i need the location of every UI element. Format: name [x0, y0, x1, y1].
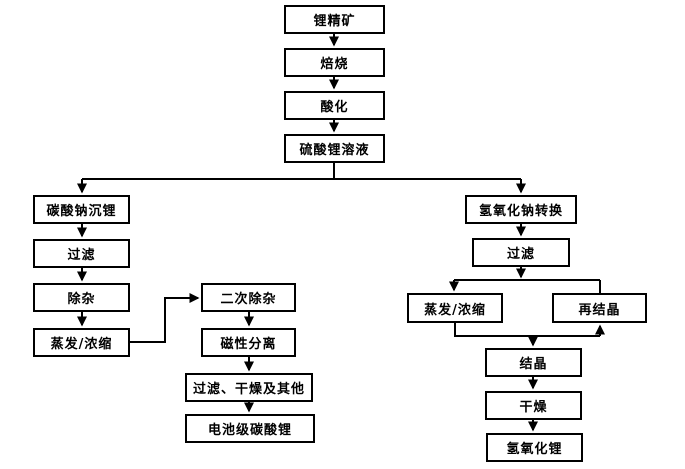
node-recrystallization: 再结晶 — [552, 293, 647, 323]
edge-evap-secondary — [130, 293, 200, 343]
node-sodium-carbonate-precipitation: 碳酸钠沉锂 — [33, 195, 130, 224]
node-filtration-drying-others: 过滤、干燥及其他 — [185, 373, 313, 402]
node-roasting: 焙烧 — [284, 48, 385, 77]
node-filtration-left: 过滤 — [33, 239, 130, 268]
node-evaporation-concentration-left: 蒸发/浓缩 — [33, 328, 130, 357]
node-lithium-sulfate-solution: 硫酸锂溶液 — [284, 134, 385, 163]
node-impurity-removal: 除杂 — [33, 283, 130, 312]
node-secondary-impurity-removal: 二次除杂 — [201, 283, 296, 312]
node-evaporation-concentration-right: 蒸发/浓缩 — [407, 293, 503, 323]
node-magnetic-separation: 磁性分离 — [201, 328, 296, 357]
node-filtration-right: 过滤 — [472, 238, 570, 267]
node-lithium-concentrate: 锂精矿 — [284, 5, 385, 34]
node-acidification: 酸化 — [284, 91, 385, 120]
node-battery-grade-lithium-carbonate: 电池级碳酸锂 — [185, 414, 315, 443]
node-sodium-hydroxide-conversion: 氢氧化钠转换 — [465, 195, 577, 224]
edge-evap-out-stem — [454, 323, 600, 337]
node-lithium-hydroxide: 氢氧化锂 — [486, 433, 583, 462]
node-drying: 干燥 — [485, 391, 582, 420]
node-crystallization: 结晶 — [485, 348, 582, 377]
